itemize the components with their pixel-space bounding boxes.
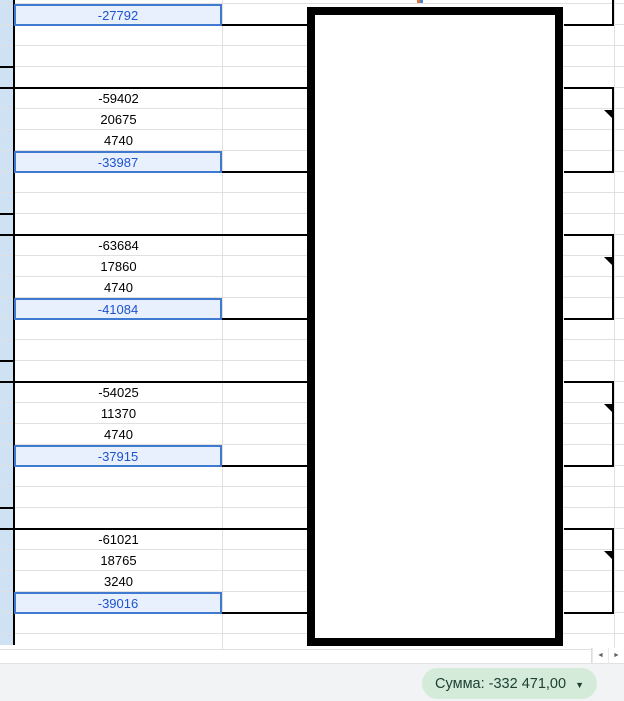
- subtotal-cell[interactable]: -33987: [14, 151, 222, 173]
- range-border-bottom: [564, 171, 614, 173]
- inserted-drawing-shape[interactable]: [307, 7, 563, 646]
- scroll-right-button[interactable]: ►: [608, 648, 624, 663]
- value-cell[interactable]: 11370: [100, 406, 137, 421]
- subtotal-cell[interactable]: -39016: [14, 592, 222, 614]
- sum-badge-dropdown[interactable]: Сумма: -332 471,00 ▼: [422, 668, 597, 699]
- range-border-top: [0, 528, 307, 530]
- status-bar: Сумма: -332 471,00 ▼: [0, 663, 624, 701]
- sum-badge-label: Сумма: -332 471,00: [435, 675, 567, 692]
- caret-down-icon: ▼: [575, 679, 584, 690]
- clipped-object-fragment-right: [420, 0, 423, 3]
- note-indicator-icon: [604, 110, 612, 118]
- scroll-left-button[interactable]: ◄: [592, 648, 608, 663]
- range-border-right: [612, 529, 614, 613]
- range-border-right: [612, 382, 614, 466]
- value-cell[interactable]: 3240: [104, 574, 133, 589]
- column-a-cells[interactable]: [0, 0, 13, 645]
- subtotal-cell[interactable]: -41084: [14, 298, 222, 320]
- range-border-bottom: [222, 171, 307, 173]
- gridline: [0, 3, 624, 4]
- range-border-top: [564, 528, 614, 530]
- strip-range-border: [0, 66, 15, 68]
- range-border-bottom: [222, 465, 307, 467]
- gridline: [614, 0, 615, 650]
- subtotal-cell[interactable]: -27792: [14, 4, 222, 26]
- subtotal-cell[interactable]: -37915: [14, 445, 222, 467]
- strip-range-border: [0, 213, 15, 215]
- scroll-left-icon: ◄: [597, 652, 604, 659]
- clipped-object-fragment-left: [417, 0, 420, 3]
- range-border-bottom: [564, 612, 614, 614]
- value-cell[interactable]: -54025: [98, 385, 139, 400]
- gridline: [222, 0, 223, 650]
- column-divider-border: [13, 0, 15, 645]
- range-border-top: [0, 234, 307, 236]
- range-border-bottom: [222, 612, 307, 614]
- range-border-right: [612, 0, 614, 25]
- range-border-bottom: [564, 24, 614, 26]
- note-indicator-icon: [604, 404, 612, 412]
- horizontal-scrollbar[interactable]: [0, 650, 624, 663]
- range-border-bottom: [564, 318, 614, 320]
- range-border-top: [564, 87, 614, 89]
- range-border-bottom: [222, 318, 307, 320]
- range-border-bottom: [564, 465, 614, 467]
- value-cell[interactable]: 4740: [104, 133, 133, 148]
- range-border-top: [0, 381, 307, 383]
- value-cell[interactable]: 17860: [100, 259, 137, 274]
- range-border-top: [564, 381, 614, 383]
- strip-range-border: [0, 507, 15, 509]
- value-cell[interactable]: 4740: [104, 280, 133, 295]
- value-cell[interactable]: 4740: [104, 427, 133, 442]
- note-indicator-icon: [604, 551, 612, 559]
- range-border-bottom: [222, 24, 307, 26]
- scroll-right-icon: ►: [613, 652, 620, 659]
- value-cell[interactable]: -63684: [98, 238, 139, 253]
- range-border-right: [612, 235, 614, 319]
- gridline: [0, 649, 624, 650]
- range-border-top: [564, 234, 614, 236]
- strip-range-border: [0, 360, 15, 362]
- range-border-top: [0, 87, 307, 89]
- value-cell[interactable]: -61021: [98, 532, 139, 547]
- value-cell[interactable]: 20675: [100, 112, 137, 127]
- range-border-right: [612, 88, 614, 172]
- note-indicator-icon: [604, 257, 612, 265]
- value-cell[interactable]: -59402: [98, 91, 139, 106]
- scrollbar-buttons: ◄ ►: [591, 648, 624, 663]
- value-cell[interactable]: 18765: [100, 553, 137, 568]
